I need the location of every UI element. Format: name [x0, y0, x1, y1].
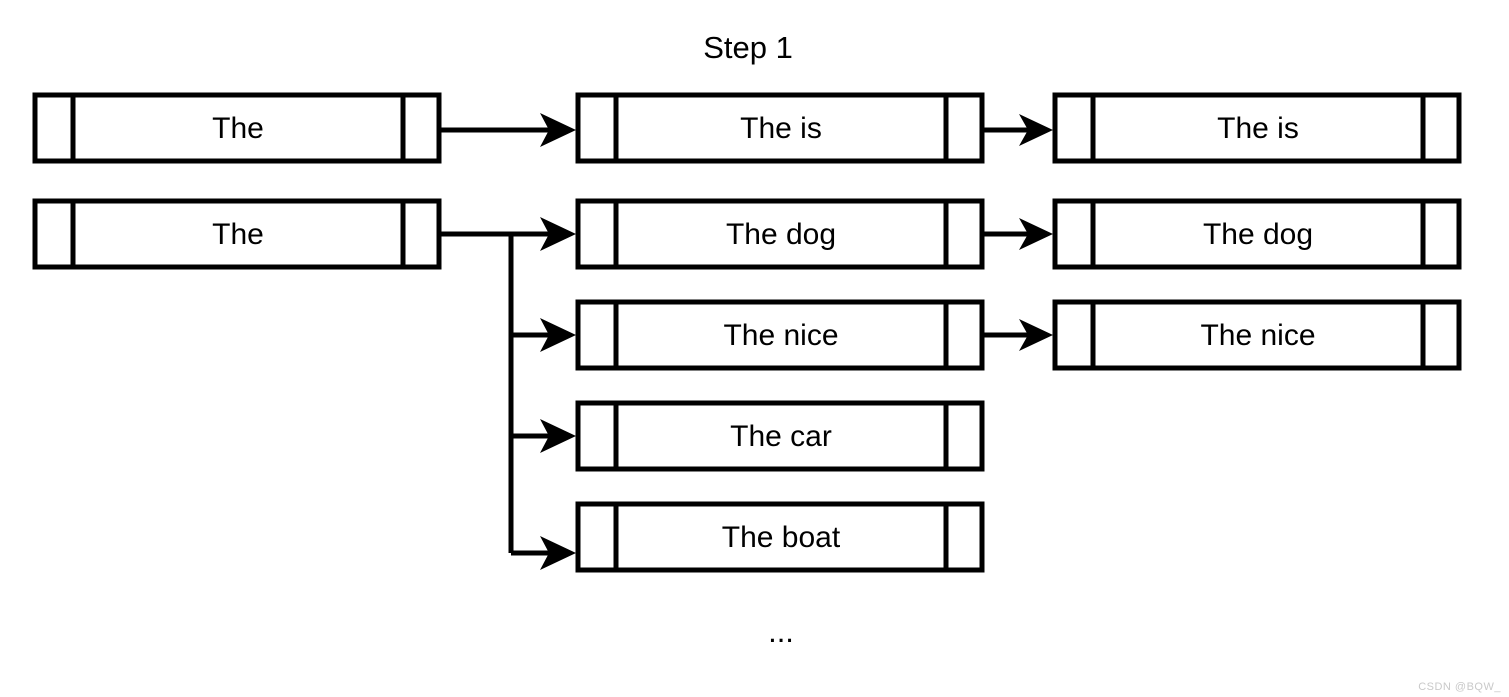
box-expansion-0-frame: [575, 92, 985, 164]
connector-expansion1-output1: [984, 218, 1053, 250]
box-expansion-2-label: The nice: [723, 319, 838, 352]
box-input-1-frame: [32, 198, 442, 270]
box-expansion-0-label: The is: [740, 112, 822, 145]
box-input-0[interactable]: The: [32, 92, 442, 164]
box-expansion-3-label: The car: [730, 420, 832, 453]
box-input-0-label: The: [212, 112, 264, 145]
box-output-2-label: The nice: [1200, 319, 1315, 352]
box-expansion-4-label: The boat: [722, 521, 841, 554]
connector-input1-branch-trunk: [441, 231, 514, 553]
arrow-head-icon: [540, 217, 576, 251]
box-output-2[interactable]: The nice: [1052, 299, 1462, 371]
arrow-head-icon: [540, 419, 576, 453]
box-output-1[interactable]: The dog: [1052, 198, 1462, 270]
arrow-head-icon: [1019, 218, 1053, 250]
arrow-head-icon: [1019, 114, 1053, 146]
page-title: Step 1: [703, 30, 793, 65]
continuation-ellipsis: ...: [768, 614, 794, 649]
connector-branch-expansion3: [511, 419, 576, 453]
box-output-0-label: The is: [1217, 112, 1299, 145]
connector-expansion0-output0: [984, 114, 1053, 146]
box-expansion-1[interactable]: The dog: [575, 198, 985, 270]
box-input-1[interactable]: The: [32, 198, 442, 270]
box-output-1-frame: [1052, 198, 1462, 270]
connector-input0-expansion0: [441, 113, 576, 147]
box-input-0-frame: [32, 92, 442, 164]
arrow-head-icon: [1019, 319, 1053, 351]
arrow-head-icon: [540, 536, 576, 570]
box-expansion-2[interactable]: The nice: [575, 299, 985, 371]
box-expansion-4-frame: [575, 501, 985, 573]
arrow-head-icon: [540, 318, 576, 352]
connector-branch-expansion4: [511, 536, 576, 570]
connector-branch-expansion1: [511, 217, 576, 251]
box-input-1-label: The: [212, 218, 264, 251]
box-expansion-0[interactable]: The is: [575, 92, 985, 164]
box-output-0-frame: [1052, 92, 1462, 164]
connector-expansion2-output2: [984, 319, 1053, 351]
box-output-1-label: The dog: [1203, 218, 1313, 251]
box-expansion-2-frame: [575, 299, 985, 371]
branch-trunk-line: [441, 231, 514, 553]
box-expansion-1-frame: [575, 198, 985, 270]
box-expansion-3[interactable]: The car: [575, 400, 985, 472]
box-expansion-3-frame: [575, 400, 985, 472]
arrow-head-icon: [540, 113, 576, 147]
connector-branch-expansion2: [511, 318, 576, 352]
box-output-2-frame: [1052, 299, 1462, 371]
watermark: CSDN @BQW_: [1418, 681, 1501, 693]
box-expansion-1-label: The dog: [726, 218, 836, 251]
box-expansion-4[interactable]: The boat: [575, 501, 985, 573]
box-output-0[interactable]: The is: [1052, 92, 1462, 164]
